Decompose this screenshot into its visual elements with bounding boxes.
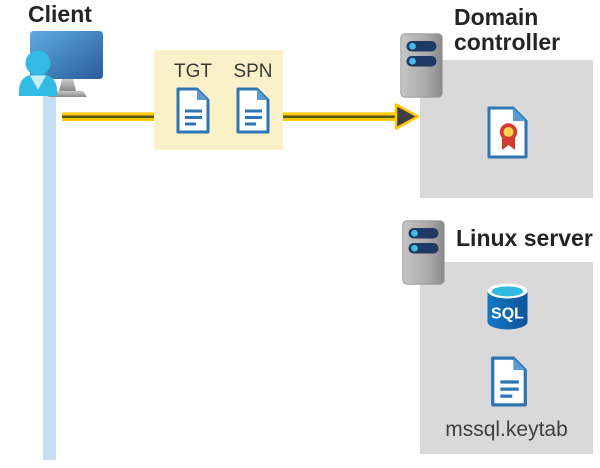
ticket-box: TGT SPN bbox=[154, 50, 283, 150]
person-icon bbox=[19, 50, 57, 96]
client-label: Client bbox=[28, 1, 92, 27]
linux-server-icon bbox=[402, 220, 445, 285]
tgt-label: TGT bbox=[174, 61, 212, 82]
monitor-stand bbox=[59, 79, 76, 91]
person-at-monitor-icon bbox=[19, 31, 103, 97]
spn-document-icon bbox=[236, 87, 270, 134]
domain-controller-server-icon bbox=[400, 33, 443, 98]
client-timeline-bar bbox=[43, 90, 56, 460]
domain-controller-label: Domain controller bbox=[454, 4, 561, 55]
certificate-icon bbox=[487, 106, 528, 159]
arrowhead bbox=[394, 103, 420, 130]
linux-server-label: Linux server bbox=[456, 225, 593, 251]
monitor-stand-base bbox=[48, 91, 87, 97]
sql-database-icon: SQL bbox=[487, 283, 528, 330]
tgt-document-icon bbox=[176, 87, 210, 134]
keytab-file-label: mssql.keytab bbox=[445, 418, 568, 441]
spn-label: SPN bbox=[233, 61, 273, 82]
keytab-document-icon bbox=[491, 356, 527, 407]
sql-badge-text: SQL bbox=[491, 306, 524, 323]
